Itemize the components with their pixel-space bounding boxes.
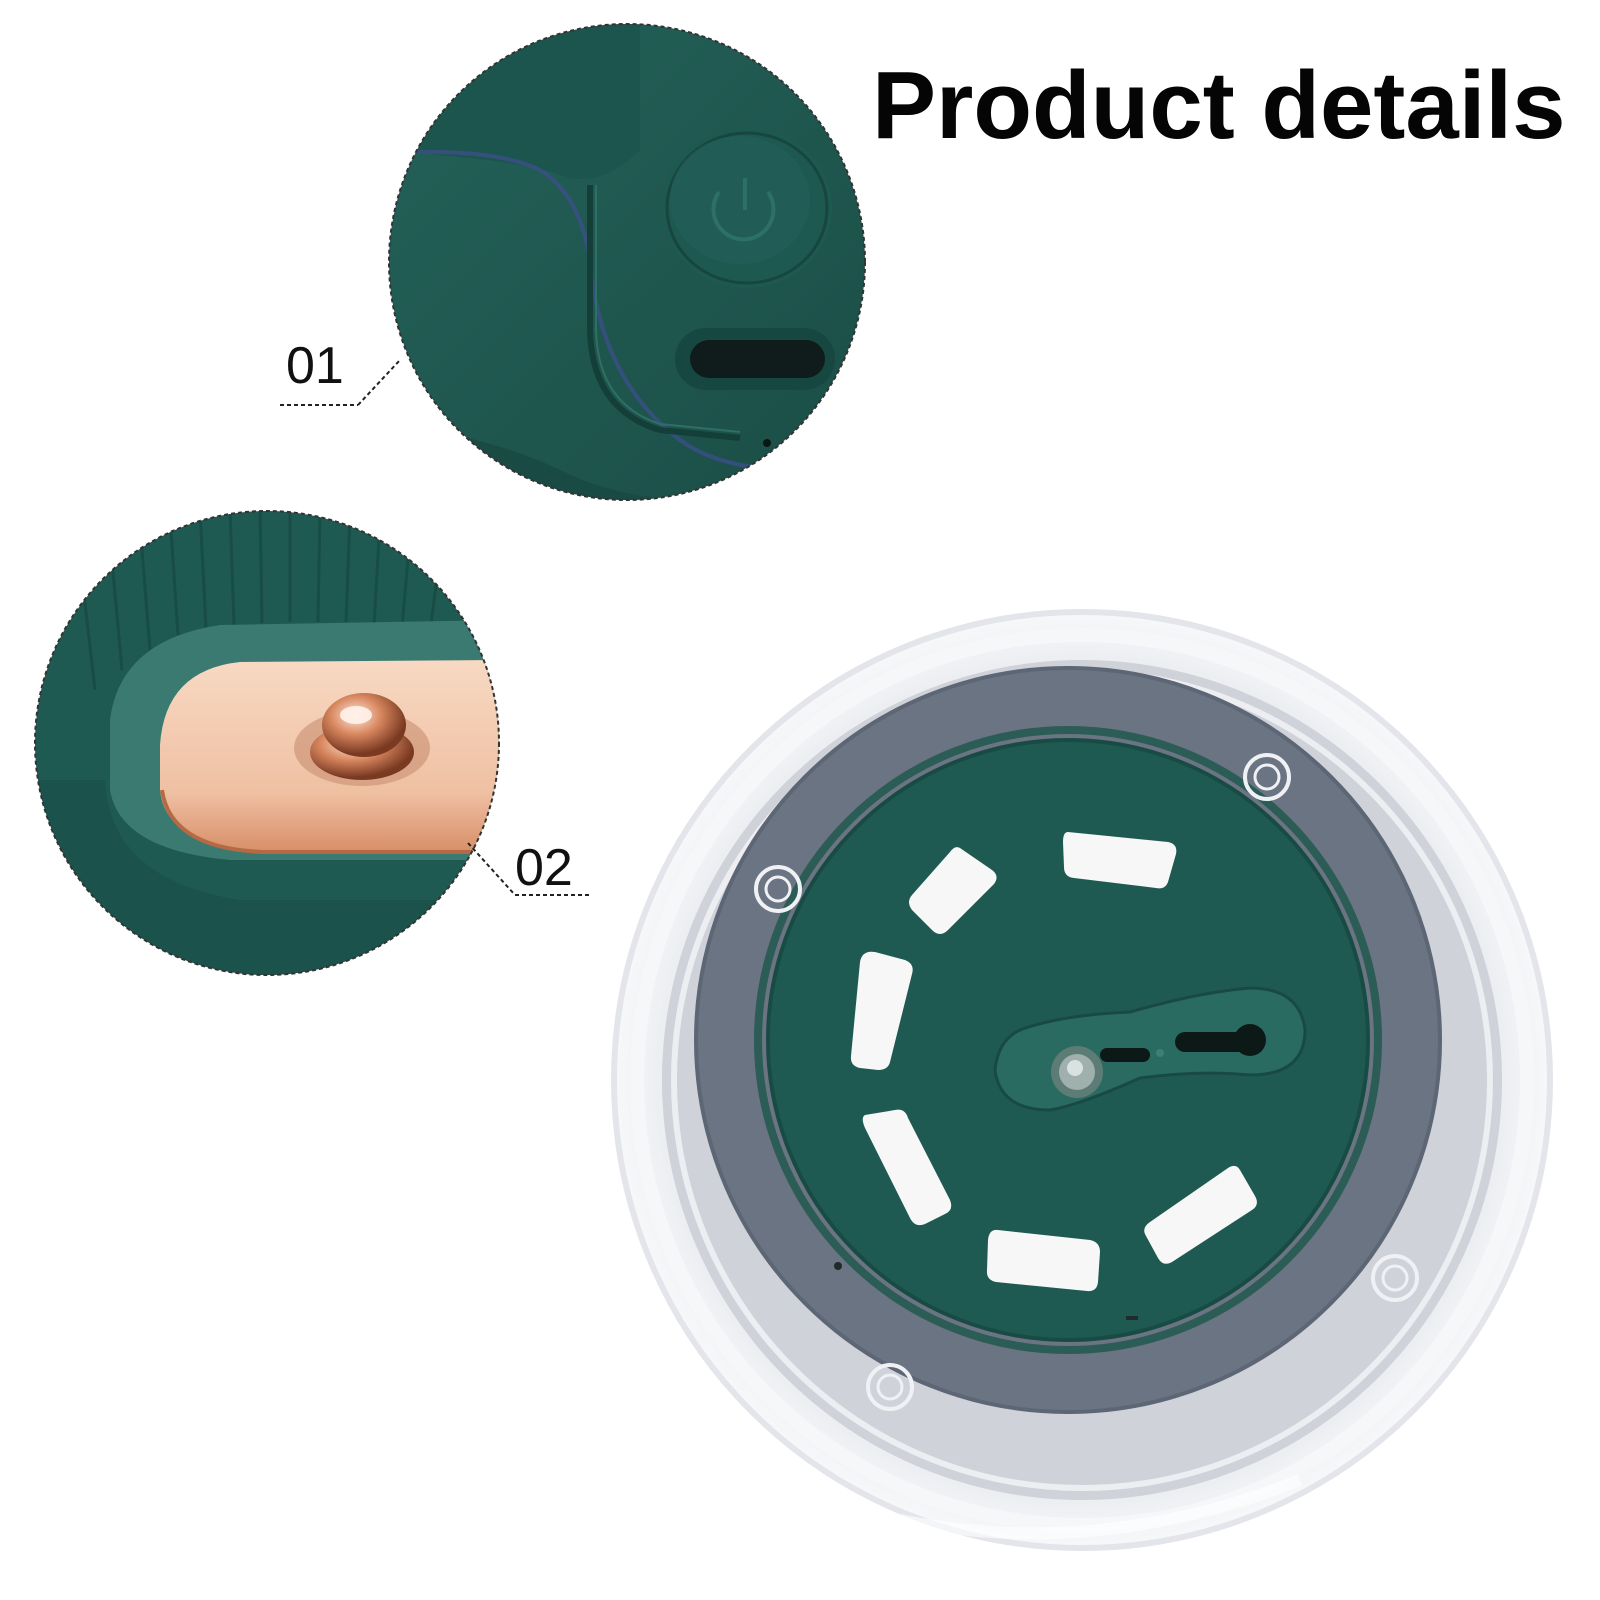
callout-label-01: 01 [286,337,344,395]
product-bottom-view [611,609,1553,1551]
callout-label-02: 02 [515,839,573,897]
page-title: Product details [872,52,1566,159]
detail-circle-01 [388,23,866,501]
callout-line-02 [467,842,590,896]
screw-ports [754,753,1419,1411]
power-icon [711,178,776,242]
callout-line-01 [280,359,401,406]
detail-circle-02 [34,510,500,976]
vent-slots [850,832,1257,1292]
center-dial [993,986,1307,1112]
